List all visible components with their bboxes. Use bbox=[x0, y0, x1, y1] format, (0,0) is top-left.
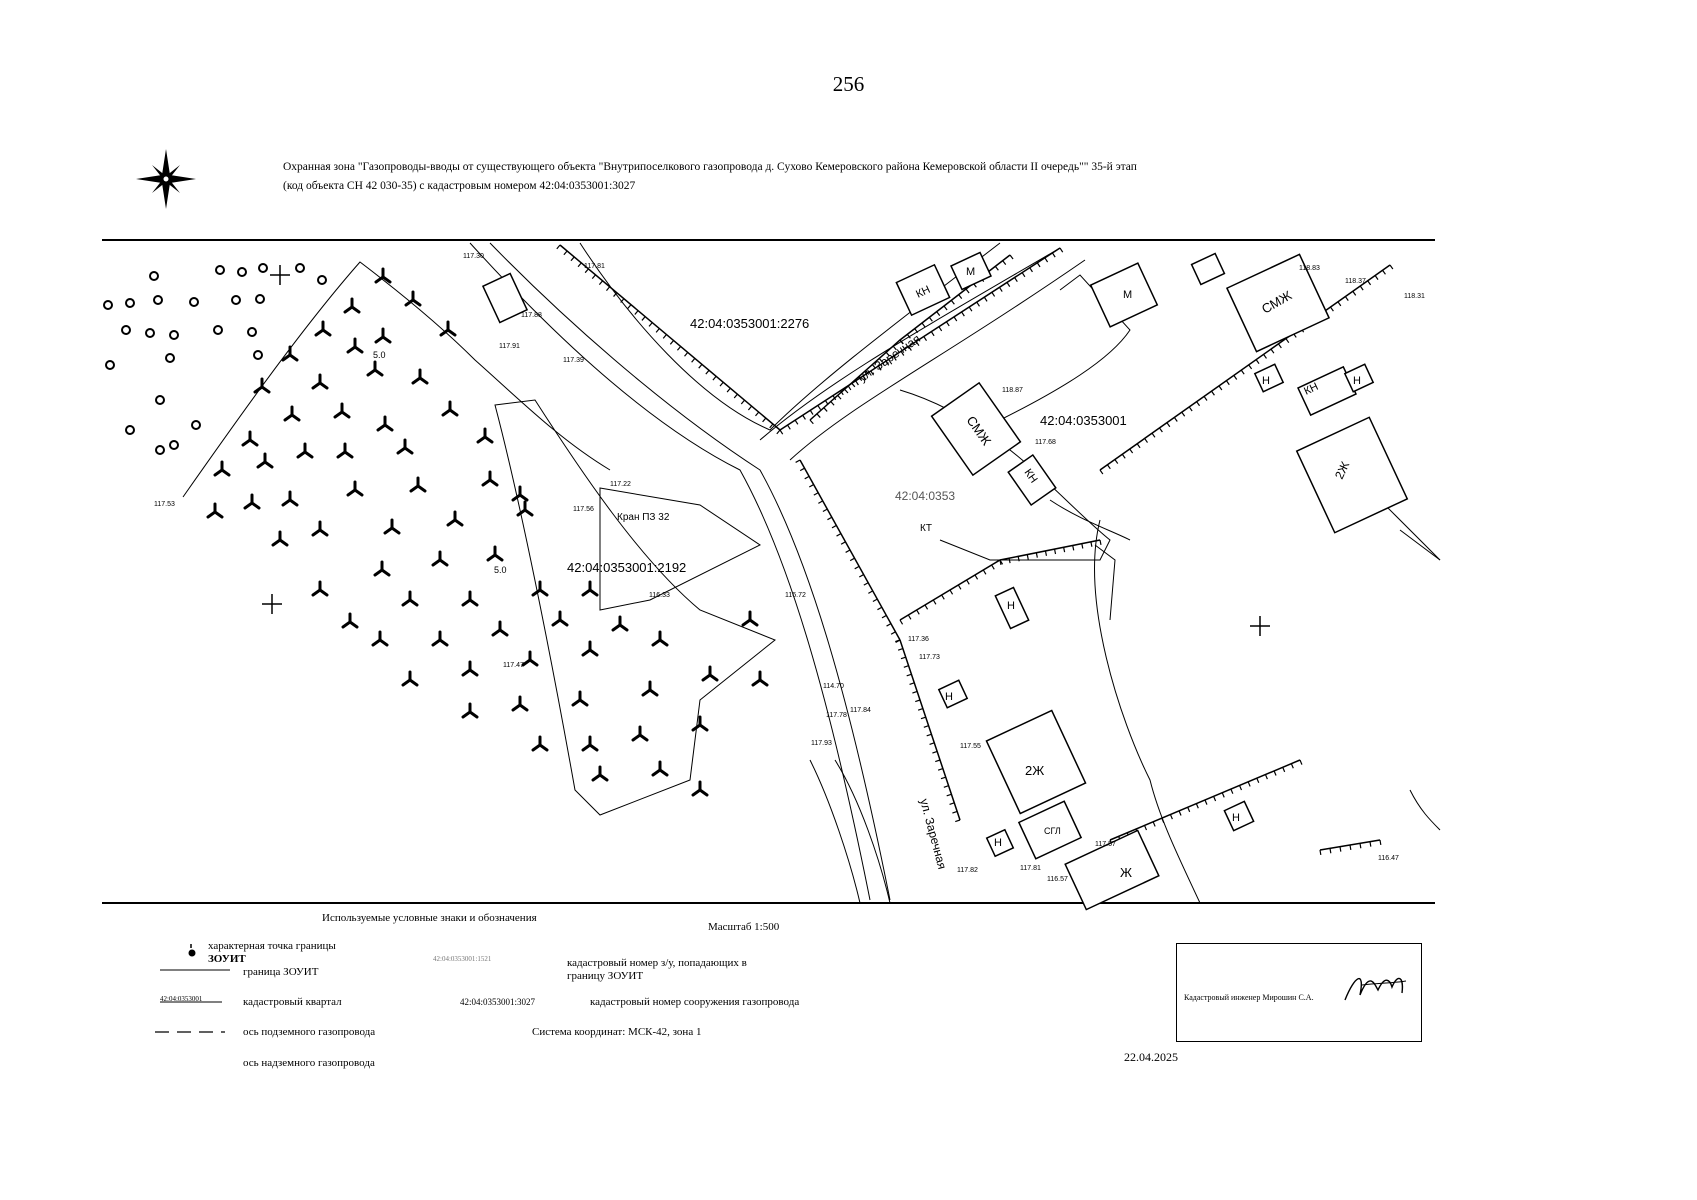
elevation-label: 118.31 bbox=[1404, 293, 1425, 300]
building-n-1: Н bbox=[1262, 375, 1270, 387]
elevation-label: 118.37 bbox=[1345, 278, 1366, 285]
buildings bbox=[481, 251, 1409, 911]
parcel-2192-boundary bbox=[494, 399, 776, 816]
elevation-label: 117.88 bbox=[521, 312, 542, 319]
legend-aboveground-label: ось надземного газопровода bbox=[243, 1057, 375, 1069]
inner-parcel-line bbox=[599, 487, 761, 611]
elevation-label: 117.30 bbox=[463, 253, 484, 260]
elevation-label: 114.70 bbox=[823, 683, 844, 690]
signature-text: Кадастровый инженер Мирошин С.А. bbox=[1184, 993, 1314, 1002]
building-m-1: М bbox=[966, 266, 975, 278]
elevation-label: 117.56 bbox=[573, 506, 594, 513]
deciduous-tree-symbols bbox=[103, 263, 327, 455]
legend-structure-sample: 42:04:0353001:3027 bbox=[460, 997, 536, 1007]
page-number: 256 bbox=[832, 72, 865, 96]
zone-boundary-ticks bbox=[556, 244, 1394, 856]
elevation-label: 117.36 bbox=[908, 636, 929, 643]
elevation-label: 118.83 bbox=[1299, 265, 1320, 272]
building-2zh-2: 2Ж bbox=[1332, 459, 1352, 481]
building-2zh-1: 2Ж bbox=[1025, 763, 1044, 778]
elevation-label: 116.72 bbox=[785, 592, 806, 599]
roads bbox=[469, 242, 1086, 904]
handwritten-signature bbox=[1344, 977, 1407, 1001]
height-label-a: 5.0 bbox=[373, 350, 386, 360]
elevation-labels: 117.30 117.81 117.88 117.91 117.39 117.22 117.… bbox=[154, 253, 1425, 883]
quarter-partial-label: 42:04:0353 bbox=[895, 489, 955, 503]
building-n-5: Н bbox=[1232, 812, 1240, 824]
elevation-label: 117.55 bbox=[960, 743, 981, 750]
elevation-label: 117.91 bbox=[499, 343, 520, 350]
legend-point-icon bbox=[188, 949, 196, 957]
elevation-label: 117.81 bbox=[584, 263, 605, 270]
elevation-label: 116.33 bbox=[649, 592, 670, 599]
grid-cross-marks bbox=[262, 265, 1270, 636]
legend-parcel-line1: кадастровый номер з/у, попадающих в bbox=[567, 957, 747, 969]
legend-parcel-line2: границу ЗОУИТ bbox=[567, 970, 644, 982]
building-n-6: Н bbox=[1007, 600, 1015, 612]
elevation-label: 116.47 bbox=[1378, 855, 1399, 862]
building-kn-1: КН bbox=[914, 284, 932, 301]
building-m-2: М bbox=[1123, 289, 1132, 301]
parcel-2192-label: 42:04:0353001:2192 bbox=[567, 560, 686, 575]
map-title-line-2: (код объекта СН 42 030-35) с кадастровым… bbox=[283, 180, 636, 192]
elevation-label: 117.73 bbox=[919, 654, 940, 661]
elevation-label: 118.87 bbox=[1002, 387, 1023, 394]
elevation-label: 117.57 bbox=[1095, 841, 1116, 848]
gas-crane-label: Кран ПЗ 32 bbox=[617, 512, 670, 523]
legend-boundary-label: граница ЗОУИТ bbox=[243, 966, 319, 978]
elevation-label: 116.57 bbox=[1047, 876, 1068, 883]
legend-point-line1: характерная точка границы bbox=[208, 940, 336, 952]
legend-quarter-label: кадастровый квартал bbox=[243, 996, 342, 1008]
building-zh: Ж bbox=[1120, 865, 1132, 880]
legend-symbols bbox=[155, 944, 230, 1033]
legend-structure-label: кадастровый номер сооружения газопровода bbox=[590, 996, 800, 1008]
elevation-label: 117.78 bbox=[826, 712, 847, 719]
elevation-label: 117.68 bbox=[1035, 439, 1056, 446]
building-n-3: Н bbox=[945, 691, 953, 703]
legend-coords: Система координат: МСК-42, зона 1 bbox=[532, 1026, 702, 1038]
quarter-label: 42:04:0353001 bbox=[1040, 413, 1127, 428]
height-label-b: 5.0 bbox=[494, 565, 507, 575]
building-kn-2: КН bbox=[1302, 381, 1320, 398]
compass-rose-icon bbox=[136, 149, 196, 209]
elevation-label: 117.47 bbox=[503, 662, 524, 669]
legend-point-line2: ЗОУИТ bbox=[208, 953, 246, 965]
legend-heading: Используемые условные знаки и обозначени… bbox=[322, 912, 537, 924]
legend-quarter-sample: 42:04:0353001 bbox=[160, 995, 203, 1003]
signature-box bbox=[1176, 943, 1422, 1042]
map-title: Охранная зона "Газопроводы-вводы от суще… bbox=[283, 158, 1343, 196]
elevation-label: 117.22 bbox=[610, 481, 631, 488]
elevation-label: 117.39 bbox=[563, 357, 584, 364]
elevation-label: 117.84 bbox=[850, 707, 871, 714]
legend-scale: Масштаб 1:500 bbox=[708, 921, 780, 933]
conifer-tree-symbols bbox=[206, 267, 769, 797]
elevation-label: 117.93 bbox=[811, 740, 832, 747]
map-title-line-1: Охранная зона "Газопроводы-вводы от суще… bbox=[283, 161, 1137, 173]
signature-date: 22.04.2025 bbox=[1124, 1050, 1178, 1064]
parcel-2276-label: 42:04:0353001:2276 bbox=[690, 316, 809, 331]
building-sgl: СГЛ bbox=[1044, 826, 1061, 836]
elevation-label: 117.81 bbox=[1020, 865, 1041, 872]
building-n-4: Н bbox=[994, 837, 1002, 849]
elevation-label: 117.53 bbox=[154, 501, 175, 508]
legend-underground-label: ось подземного газопровода bbox=[243, 1026, 376, 1038]
street-label-2: ул. Заречная bbox=[917, 797, 949, 870]
legend-parcel-sample: 42:04:0353001:1521 bbox=[433, 955, 492, 963]
elevation-label: 117.82 bbox=[957, 867, 978, 874]
forest-boundary bbox=[182, 261, 611, 498]
kt-label: КТ bbox=[920, 523, 932, 534]
street-label-1: ул. Заречная bbox=[856, 332, 923, 385]
building-n-2: Н bbox=[1353, 375, 1361, 387]
